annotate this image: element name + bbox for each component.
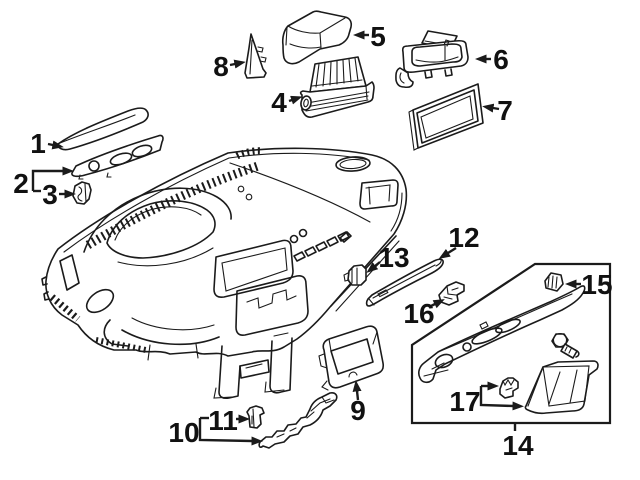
part-14-glovebox-tray bbox=[524, 360, 599, 415]
callout-6[interactable]: 6 bbox=[493, 44, 509, 75]
callout-14[interactable]: 14 bbox=[502, 430, 534, 461]
part-17-retainer-clip[interactable] bbox=[499, 377, 519, 399]
arrow-13 bbox=[366, 261, 381, 273]
callout-7[interactable]: 7 bbox=[497, 95, 513, 126]
arrow-4 bbox=[288, 95, 303, 105]
part-14-mounting-bolt bbox=[551, 332, 580, 359]
arrow-2-bracket bbox=[31, 166, 74, 191]
part-3-retainer-clip[interactable] bbox=[72, 181, 92, 205]
arrow-1 bbox=[47, 140, 64, 150]
instrument-panel-body bbox=[41, 147, 408, 400]
arrow-7 bbox=[482, 103, 500, 113]
callout-5[interactable]: 5 bbox=[370, 21, 386, 52]
arrow-17-bracket bbox=[479, 386, 524, 411]
callout-8[interactable]: 8 bbox=[213, 51, 229, 82]
callout-2[interactable]: 2 bbox=[13, 168, 29, 199]
callout-13[interactable]: 13 bbox=[378, 242, 409, 273]
callout-11[interactable]: 11 bbox=[208, 405, 238, 436]
part-7-display-bezel[interactable] bbox=[408, 83, 484, 151]
part-5-display-hood[interactable] bbox=[281, 10, 353, 65]
part-6-storage-compartment[interactable] bbox=[395, 30, 469, 89]
part-16-bracket-clip[interactable] bbox=[438, 281, 465, 306]
callout-3[interactable]: 3 bbox=[42, 179, 58, 210]
part-10-lower-trim-panel[interactable] bbox=[258, 392, 338, 449]
part-15-retainer-clip[interactable] bbox=[544, 272, 564, 292]
arrow-9 bbox=[352, 380, 362, 401]
arrow-16 bbox=[430, 299, 445, 309]
part-2-switch-panel-trim[interactable] bbox=[71, 134, 164, 180]
arrow-10-bracket bbox=[198, 418, 263, 446]
part-12-trim-strip[interactable] bbox=[365, 258, 444, 307]
part-9-storage-tray[interactable] bbox=[318, 325, 385, 391]
part-14-knee-bolster-assembly[interactable] bbox=[410, 262, 612, 425]
callout-15[interactable]: 15 bbox=[581, 269, 612, 300]
callout-9[interactable]: 9 bbox=[350, 395, 366, 426]
arrow-12 bbox=[438, 246, 457, 259]
arrow-8 bbox=[229, 59, 246, 69]
part-1-cluster-trim-strip[interactable] bbox=[57, 107, 149, 151]
part-4-defroster-vent-grille[interactable] bbox=[299, 56, 375, 118]
part-11-retainer-clip[interactable] bbox=[246, 405, 265, 429]
callout-17[interactable]: 17 bbox=[449, 386, 480, 417]
callout-16[interactable]: 16 bbox=[403, 298, 434, 329]
leader-arrows bbox=[31, 30, 581, 446]
callout-12[interactable]: 12 bbox=[448, 222, 479, 253]
callout-labels: 1 2 3 4 5 6 7 8 9 10 11 12 13 14 15 16 1… bbox=[13, 21, 612, 461]
callout-1[interactable]: 1 bbox=[30, 128, 46, 159]
callout-10[interactable]: 10 bbox=[168, 417, 199, 448]
part-8-pillar-trim[interactable] bbox=[244, 33, 267, 79]
callout-4[interactable]: 4 bbox=[271, 87, 287, 118]
part-13-retainer-clip[interactable] bbox=[343, 264, 367, 286]
part-14-boundary-box bbox=[410, 262, 612, 425]
